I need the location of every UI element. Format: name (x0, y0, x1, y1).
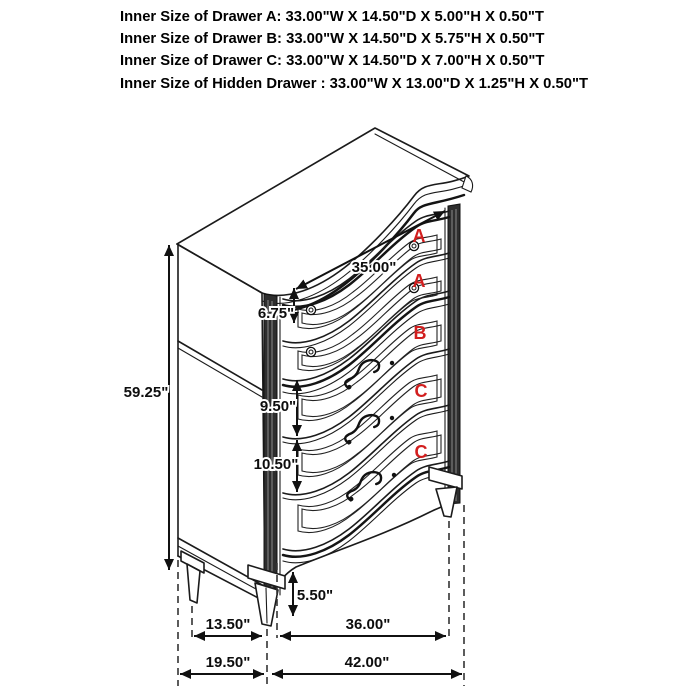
leg-height-label: 5.50" (297, 587, 333, 604)
rosette-knob (305, 304, 317, 316)
drawer-letter-a1: A (413, 226, 426, 246)
drawer-a-height-label: 6.75" (258, 305, 294, 322)
leg-width-label: 36.00" (346, 616, 391, 633)
dim-drawer-width-arrow (295, 210, 446, 290)
drawer-letter-c2: C (415, 442, 428, 462)
spec-header: Inner Size of Drawer A: 33.00"W X 14.50"… (120, 6, 588, 95)
drawer-width-label: 35.00" (352, 259, 397, 276)
bail-handle (344, 358, 395, 390)
overall-height-label: 59.25" (124, 384, 169, 401)
spec-line-drawer-a: Inner Size of Drawer A: 33.00"W X 14.50"… (120, 9, 544, 25)
projection-lines (177, 505, 465, 686)
drawer-c2-height-label: 10.50" (254, 456, 299, 473)
spec-line-hidden-drawer: Inner Size of Hidden Drawer : 33.00"W X … (120, 75, 589, 92)
bail-handle (346, 470, 397, 502)
overall-depth-label: 19.50" (206, 654, 251, 671)
rosette-knob (305, 346, 317, 358)
leg-depth-label: 13.50" (206, 616, 251, 633)
chest-left-side (176, 243, 267, 603)
overall-width-label: 42.00" (345, 654, 390, 671)
drawer-letter-a2: A (413, 271, 426, 291)
spec-line-drawer-c: Inner Size of Drawer C: 33.00"W X 14.50"… (120, 53, 545, 70)
left-pilaster (263, 293, 281, 598)
drawer-c1-height-label: 9.50" (260, 398, 296, 415)
drawer-letter-c1: C (415, 381, 428, 401)
spec-line-drawer-b: Inner Size of Drawer B: 33.00"W X 14.50"… (120, 31, 545, 48)
back-left-leg (180, 550, 205, 604)
drawer-letter-b: B (414, 323, 427, 343)
bail-handle (344, 413, 395, 445)
front-right-leg (428, 466, 463, 518)
front-left-leg (247, 564, 286, 627)
